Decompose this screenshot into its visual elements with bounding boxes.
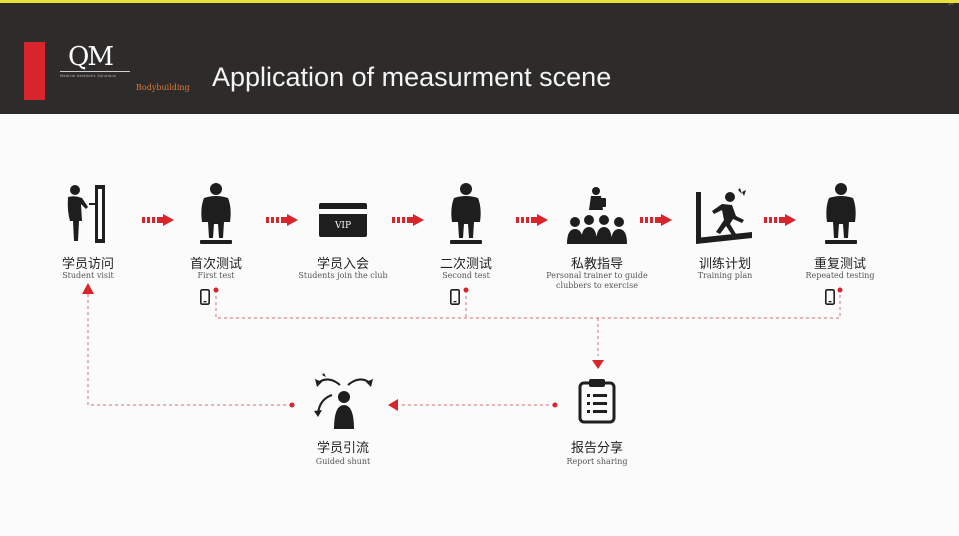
logo-divider [60,71,130,72]
flow-arrow-icon [764,214,796,226]
step-label-training-plan: 训练计划 [698,257,751,272]
step-sub-join-club: Students join the club [298,271,388,280]
person-on-scale-icon [825,183,857,244]
dashed-line-shunt-visit [87,292,292,406]
step-sub-training-plan: Training plan [697,271,753,280]
trainer-group-icon [567,187,627,244]
logo: QM [68,42,114,72]
flow-arrow-icon [516,214,548,226]
step-label-repeated-test: 重复测试 [813,257,866,272]
phone-icon [200,289,210,305]
shunt-label: 学员引流 [316,441,369,456]
arrow-down-icon [592,360,604,369]
dot [837,287,843,293]
dot [289,402,295,408]
shunt-sub: Guided shunt [315,457,371,466]
dot [552,402,558,408]
top-accent-line [0,0,959,3]
flow-arrow-icon [266,214,298,226]
step-label-first-test: 首次测试 [189,257,242,272]
dot [213,287,219,293]
arrow-up-icon [82,283,94,294]
phone-icon [450,289,460,305]
logo-tagline: Medical Aesthetic Solutions [60,74,117,78]
clipboard-icon [578,379,616,424]
flow-arrow-icon [392,214,424,226]
arrow-left-icon [388,399,398,411]
header-bar [0,3,959,114]
step-label-join-club: 学员入会 [316,257,369,272]
report-sub: Report sharing [566,457,628,466]
person-on-scale-icon [200,183,232,244]
step-sub-trainer: Personal trainer to guide clubbers to ex… [546,271,648,290]
flow-arrow-icon [142,214,174,226]
header-subtitle: Bodybuilding [136,83,190,92]
report-label: 报告分享 [570,441,623,456]
svg-text:VIP: VIP [334,221,351,231]
person-on-scale-icon [450,183,482,244]
guided-shunt-icon [314,373,373,429]
flow-arrow-icon [640,214,672,226]
dot [463,287,469,293]
dashed-line-measure [215,290,841,319]
step-sub-student-visit: Student visit [62,271,114,280]
step-label-trainer: 私教指导 [570,257,623,272]
step-label-second-test: 二次测试 [439,257,492,272]
vip-card-icon: VIP [319,203,367,237]
step-label-student-visit: 学员访问 [61,257,114,272]
header-red-block [24,42,45,100]
phone-icon [825,289,835,305]
close-icon[interactable]: ⌐ [948,0,955,9]
treadmill-runner-icon [696,188,752,244]
page-title: Application of measurment scene [212,62,612,92]
step-sub-second-test: Second test [442,271,490,280]
step-sub-first-test: First test [197,271,235,280]
person-at-door-icon [67,185,105,243]
step-sub-repeated-test: Repeated testing [805,271,875,280]
